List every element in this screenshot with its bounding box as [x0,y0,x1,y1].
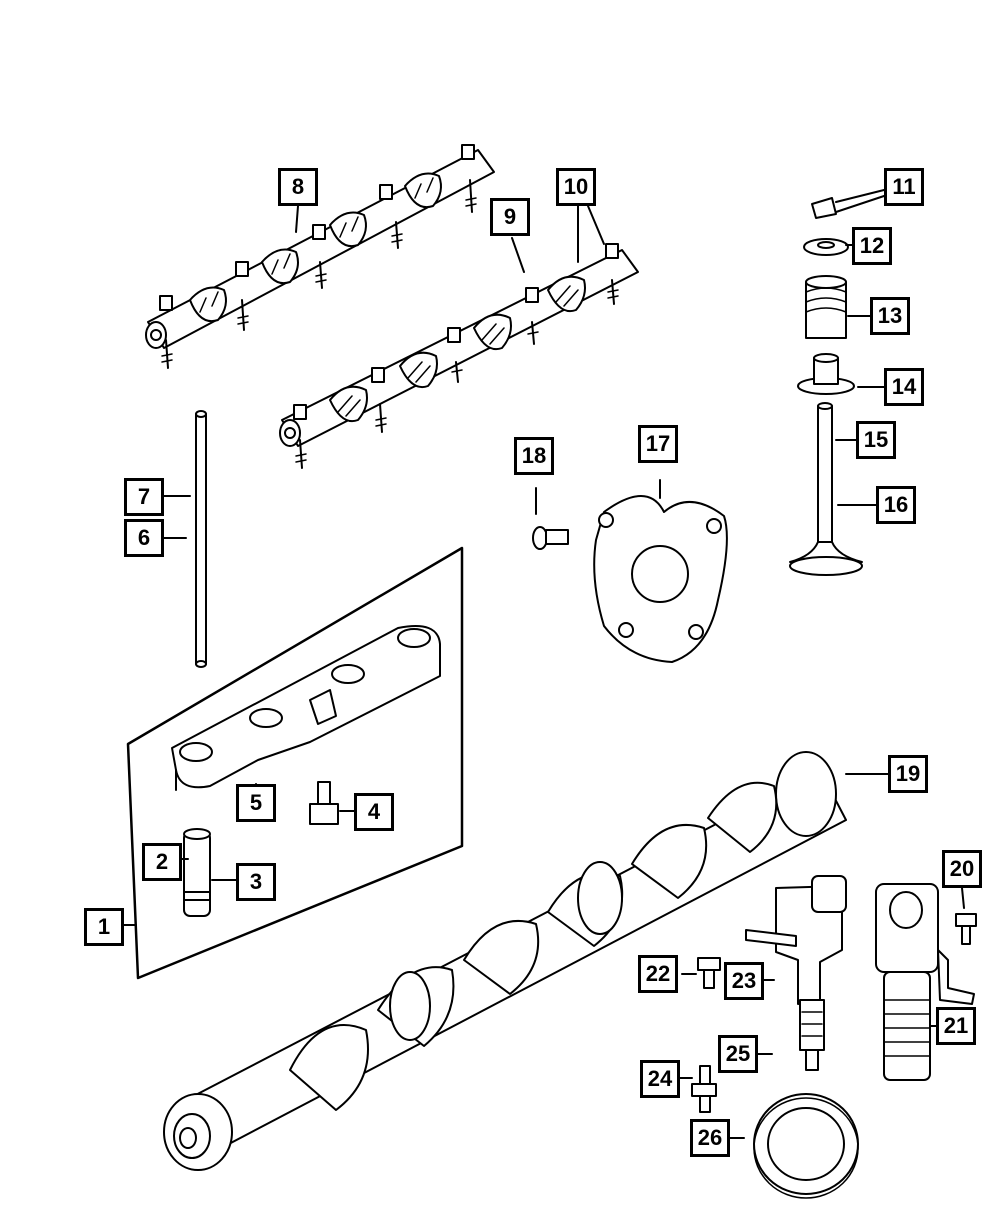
thrust-plate [593,495,728,663]
rocker-arm-assembly-9 [279,243,639,469]
callout-1: 1 [84,908,124,946]
valve-keeper [811,197,837,219]
valve-retainer [803,238,849,256]
callout-26: 26 [690,1119,730,1157]
camshaft-position-sensor [745,875,847,1071]
callout-18: 18 [514,437,554,475]
callout-11: 11 [884,168,924,206]
valve-spring [805,275,847,339]
callout-9: 9 [490,198,530,236]
callout-25: 25 [718,1035,758,1073]
valve [789,402,863,576]
callout-22: 22 [638,955,678,993]
callout-10: 10 [556,168,596,206]
camshaft [163,751,847,1171]
callout-8: 8 [278,168,318,206]
bolt-22 [697,957,721,989]
valve-seal [797,353,855,395]
callout-6: 6 [124,519,164,557]
callout-3: 3 [236,863,276,901]
bolt-24 [691,1065,717,1113]
callout-14: 14 [884,368,924,406]
rocker-arm-assembly-8 [145,144,495,369]
callout-13: 13 [870,297,910,335]
callout-12: 12 [852,227,892,265]
bolt-20 [955,913,977,945]
callout-16: 16 [876,486,916,524]
seal-ring [753,1093,859,1199]
callout-4: 4 [354,793,394,831]
bolt-4 [309,781,339,825]
kit-outline [126,546,464,980]
callout-24: 24 [640,1060,680,1098]
callout-15: 15 [856,421,896,459]
callout-7: 7 [124,478,164,516]
lifter [183,828,211,917]
callout-21: 21 [936,1007,976,1045]
thrust-plate-bolt [532,526,569,550]
lifter-guide [171,625,441,791]
callout-19: 19 [888,755,928,793]
callout-23: 23 [724,962,764,1000]
callout-2: 2 [142,843,182,881]
callout-20: 20 [942,850,982,888]
callout-5: 5 [236,784,276,822]
callout-17: 17 [638,425,678,463]
push-rod [195,410,207,668]
oil-control-solenoid [875,883,975,1081]
